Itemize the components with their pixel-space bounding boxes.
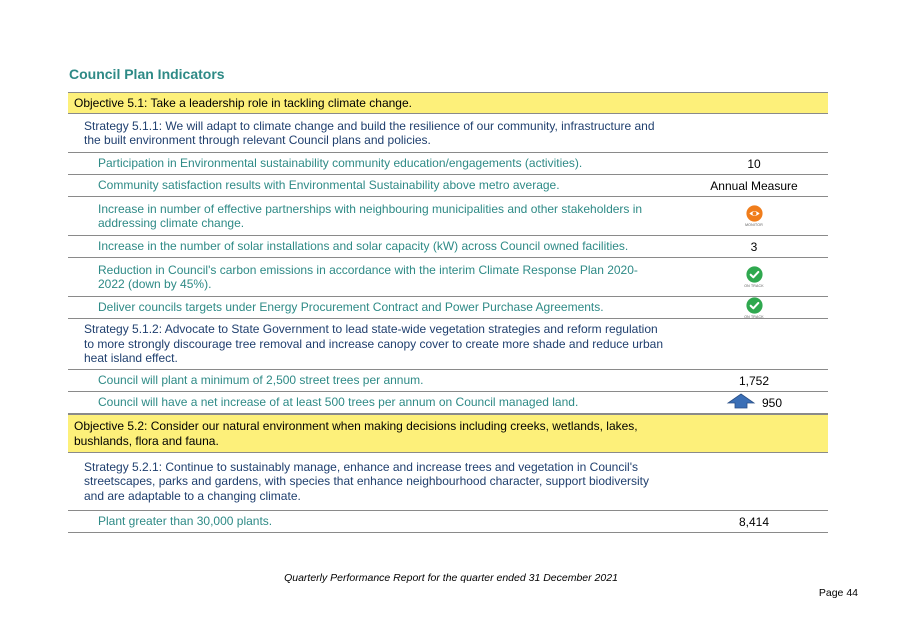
indicator-row: Community satisfaction results with Envi… <box>68 175 828 197</box>
indicator-result: ON TRACK <box>680 296 828 319</box>
indicator-row: Deliver councils targets under Energy Pr… <box>68 296 828 319</box>
indicator-result <box>680 415 828 452</box>
indicator-result: ON TRACK <box>680 258 828 296</box>
indicator-result: 1,752 <box>738 373 770 388</box>
strategy-text: Strategy 5.1.2: Advocate to State Govern… <box>84 322 663 366</box>
strategy-row: Strategy 5.2.1: Continue to sustainably … <box>68 453 828 511</box>
indicator-text: Plant greater than 30,000 plants. <box>98 514 273 529</box>
indicator-result: 3 <box>750 239 758 254</box>
strategy-row: Strategy 5.1.1: We will adapt to climate… <box>68 114 828 153</box>
indicator-result <box>680 114 828 152</box>
indicator-result: 950 <box>680 392 828 413</box>
indicator-result <box>680 453 828 510</box>
strategy-text: Strategy 5.1.1: We will adapt to climate… <box>84 118 655 148</box>
objective-row: Objective 5.2: Consider our natural envi… <box>68 414 828 453</box>
indicator-result: Annual Measure <box>710 178 798 193</box>
on-track-icon: ON TRACK <box>744 296 764 319</box>
objective-text: Objective 5.1: Take a leadership role in… <box>74 95 412 110</box>
up-arrow-icon <box>726 393 756 412</box>
objective-text: Objective 5.2: Consider our natural envi… <box>74 419 638 448</box>
status-caption: MONITOR <box>745 223 763 227</box>
objective-row: Objective 5.1: Take a leadership role in… <box>68 92 828 114</box>
monitor-icon: MONITOR <box>745 205 763 227</box>
indicator-text: Council will have a net increase of at l… <box>98 395 579 410</box>
result-value: 950 <box>761 395 783 410</box>
strategy-text: Strategy 5.2.1: Continue to sustainably … <box>84 459 650 503</box>
indicator-text: Community satisfaction results with Envi… <box>98 178 560 193</box>
indicator-row: Increase in the number of solar installa… <box>68 236 828 258</box>
indicators-table: Objective 5.1: Take a leadership role in… <box>68 92 828 533</box>
indicator-text: Participation in Environmental sustainab… <box>98 156 583 171</box>
indicator-result <box>680 319 828 369</box>
indicator-text: Deliver councils targets under Energy Pr… <box>98 300 604 315</box>
on-track-icon: ON TRACK <box>744 266 764 288</box>
indicator-result: 10 <box>747 156 761 171</box>
indicator-text: Increase in number of effective partners… <box>98 201 643 231</box>
indicator-row: Plant greater than 30,000 plants. 8,414 <box>68 511 828 533</box>
page-number: Page 44 <box>818 587 858 599</box>
indicator-result: 8,414 <box>738 514 770 529</box>
strategy-row: Strategy 5.1.2: Advocate to State Govern… <box>68 319 828 370</box>
page-title: Council Plan Indicators <box>69 66 225 82</box>
indicator-text: Council will plant a minimum of 2,500 st… <box>98 373 424 388</box>
status-caption: ON TRACK <box>744 314 764 319</box>
indicator-text: Reduction in Council's carbon emissions … <box>98 262 638 292</box>
status-caption: ON TRACK <box>744 284 764 288</box>
indicator-row: Reduction in Council's carbon emissions … <box>68 258 828 297</box>
indicator-row: Participation in Environmental sustainab… <box>68 153 828 175</box>
indicator-result <box>680 93 828 113</box>
indicator-row: Council will plant a minimum of 2,500 st… <box>68 370 828 392</box>
indicator-text: Increase in the number of solar installa… <box>98 239 629 254</box>
report-footer: Quarterly Performance Report for the qua… <box>284 572 618 584</box>
indicator-result: MONITOR <box>680 197 828 235</box>
indicator-row: Increase in number of effective partners… <box>68 197 828 236</box>
indicator-row: Council will have a net increase of at l… <box>68 392 828 414</box>
